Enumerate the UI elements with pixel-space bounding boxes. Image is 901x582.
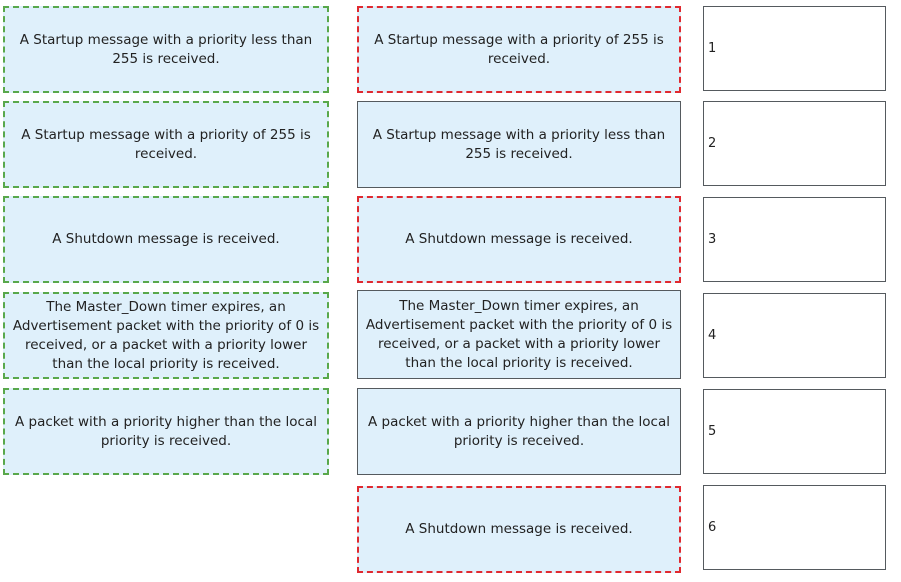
source-item-5-text: A packet with a priority higher than the… bbox=[15, 413, 317, 449]
source-item-1[interactable]: A Startup message with a priority less t… bbox=[3, 6, 329, 93]
answer-slot-5-label: 5 bbox=[708, 424, 717, 439]
answer-slot-6-label: 6 bbox=[708, 520, 717, 535]
placed-item-1[interactable]: A Startup message with a priority of 255… bbox=[357, 6, 681, 93]
placed-item-4-text: The Master_Down timer expires, an Advert… bbox=[365, 297, 673, 371]
placed-item-1-text: A Startup message with a priority of 255… bbox=[374, 31, 664, 67]
answer-slot-3-label: 3 bbox=[708, 232, 717, 247]
source-item-1-text: A Startup message with a priority less t… bbox=[19, 31, 313, 67]
placed-item-2-text: A Startup message with a priority less t… bbox=[372, 126, 666, 162]
source-item-4-text: The Master_Down timer expires, an Advert… bbox=[12, 298, 320, 372]
answer-slot-1[interactable]: 1 bbox=[703, 6, 886, 91]
answer-slot-2[interactable]: 2 bbox=[703, 101, 886, 186]
source-item-2-text: A Startup message with a priority of 255… bbox=[21, 126, 311, 162]
placed-item-3[interactable]: A Shutdown message is received. bbox=[357, 196, 681, 283]
answer-slot-5[interactable]: 5 bbox=[703, 389, 886, 474]
placed-item-5-text: A packet with a priority higher than the… bbox=[368, 413, 670, 449]
answer-slot-4-label: 4 bbox=[708, 328, 717, 343]
placed-item-6-text: A Shutdown message is received. bbox=[405, 521, 633, 537]
source-item-3-text: A Shutdown message is received. bbox=[52, 231, 280, 247]
source-item-4[interactable]: The Master_Down timer expires, an Advert… bbox=[3, 292, 329, 379]
answer-slot-2-label: 2 bbox=[708, 136, 717, 151]
placed-item-3-text: A Shutdown message is received. bbox=[405, 231, 633, 247]
source-item-3[interactable]: A Shutdown message is received. bbox=[3, 196, 329, 283]
answer-slot-1-label: 1 bbox=[708, 41, 717, 56]
placed-item-2[interactable]: A Startup message with a priority less t… bbox=[357, 101, 681, 188]
answer-slot-3[interactable]: 3 bbox=[703, 197, 886, 282]
source-item-5[interactable]: A packet with a priority higher than the… bbox=[3, 388, 329, 475]
placed-item-5[interactable]: A packet with a priority higher than the… bbox=[357, 388, 681, 475]
placed-item-6[interactable]: A Shutdown message is received. bbox=[357, 486, 681, 573]
placed-item-4[interactable]: The Master_Down timer expires, an Advert… bbox=[357, 290, 681, 379]
source-item-2[interactable]: A Startup message with a priority of 255… bbox=[3, 101, 329, 188]
answer-slot-4[interactable]: 4 bbox=[703, 293, 886, 378]
answer-slot-6[interactable]: 6 bbox=[703, 485, 886, 570]
